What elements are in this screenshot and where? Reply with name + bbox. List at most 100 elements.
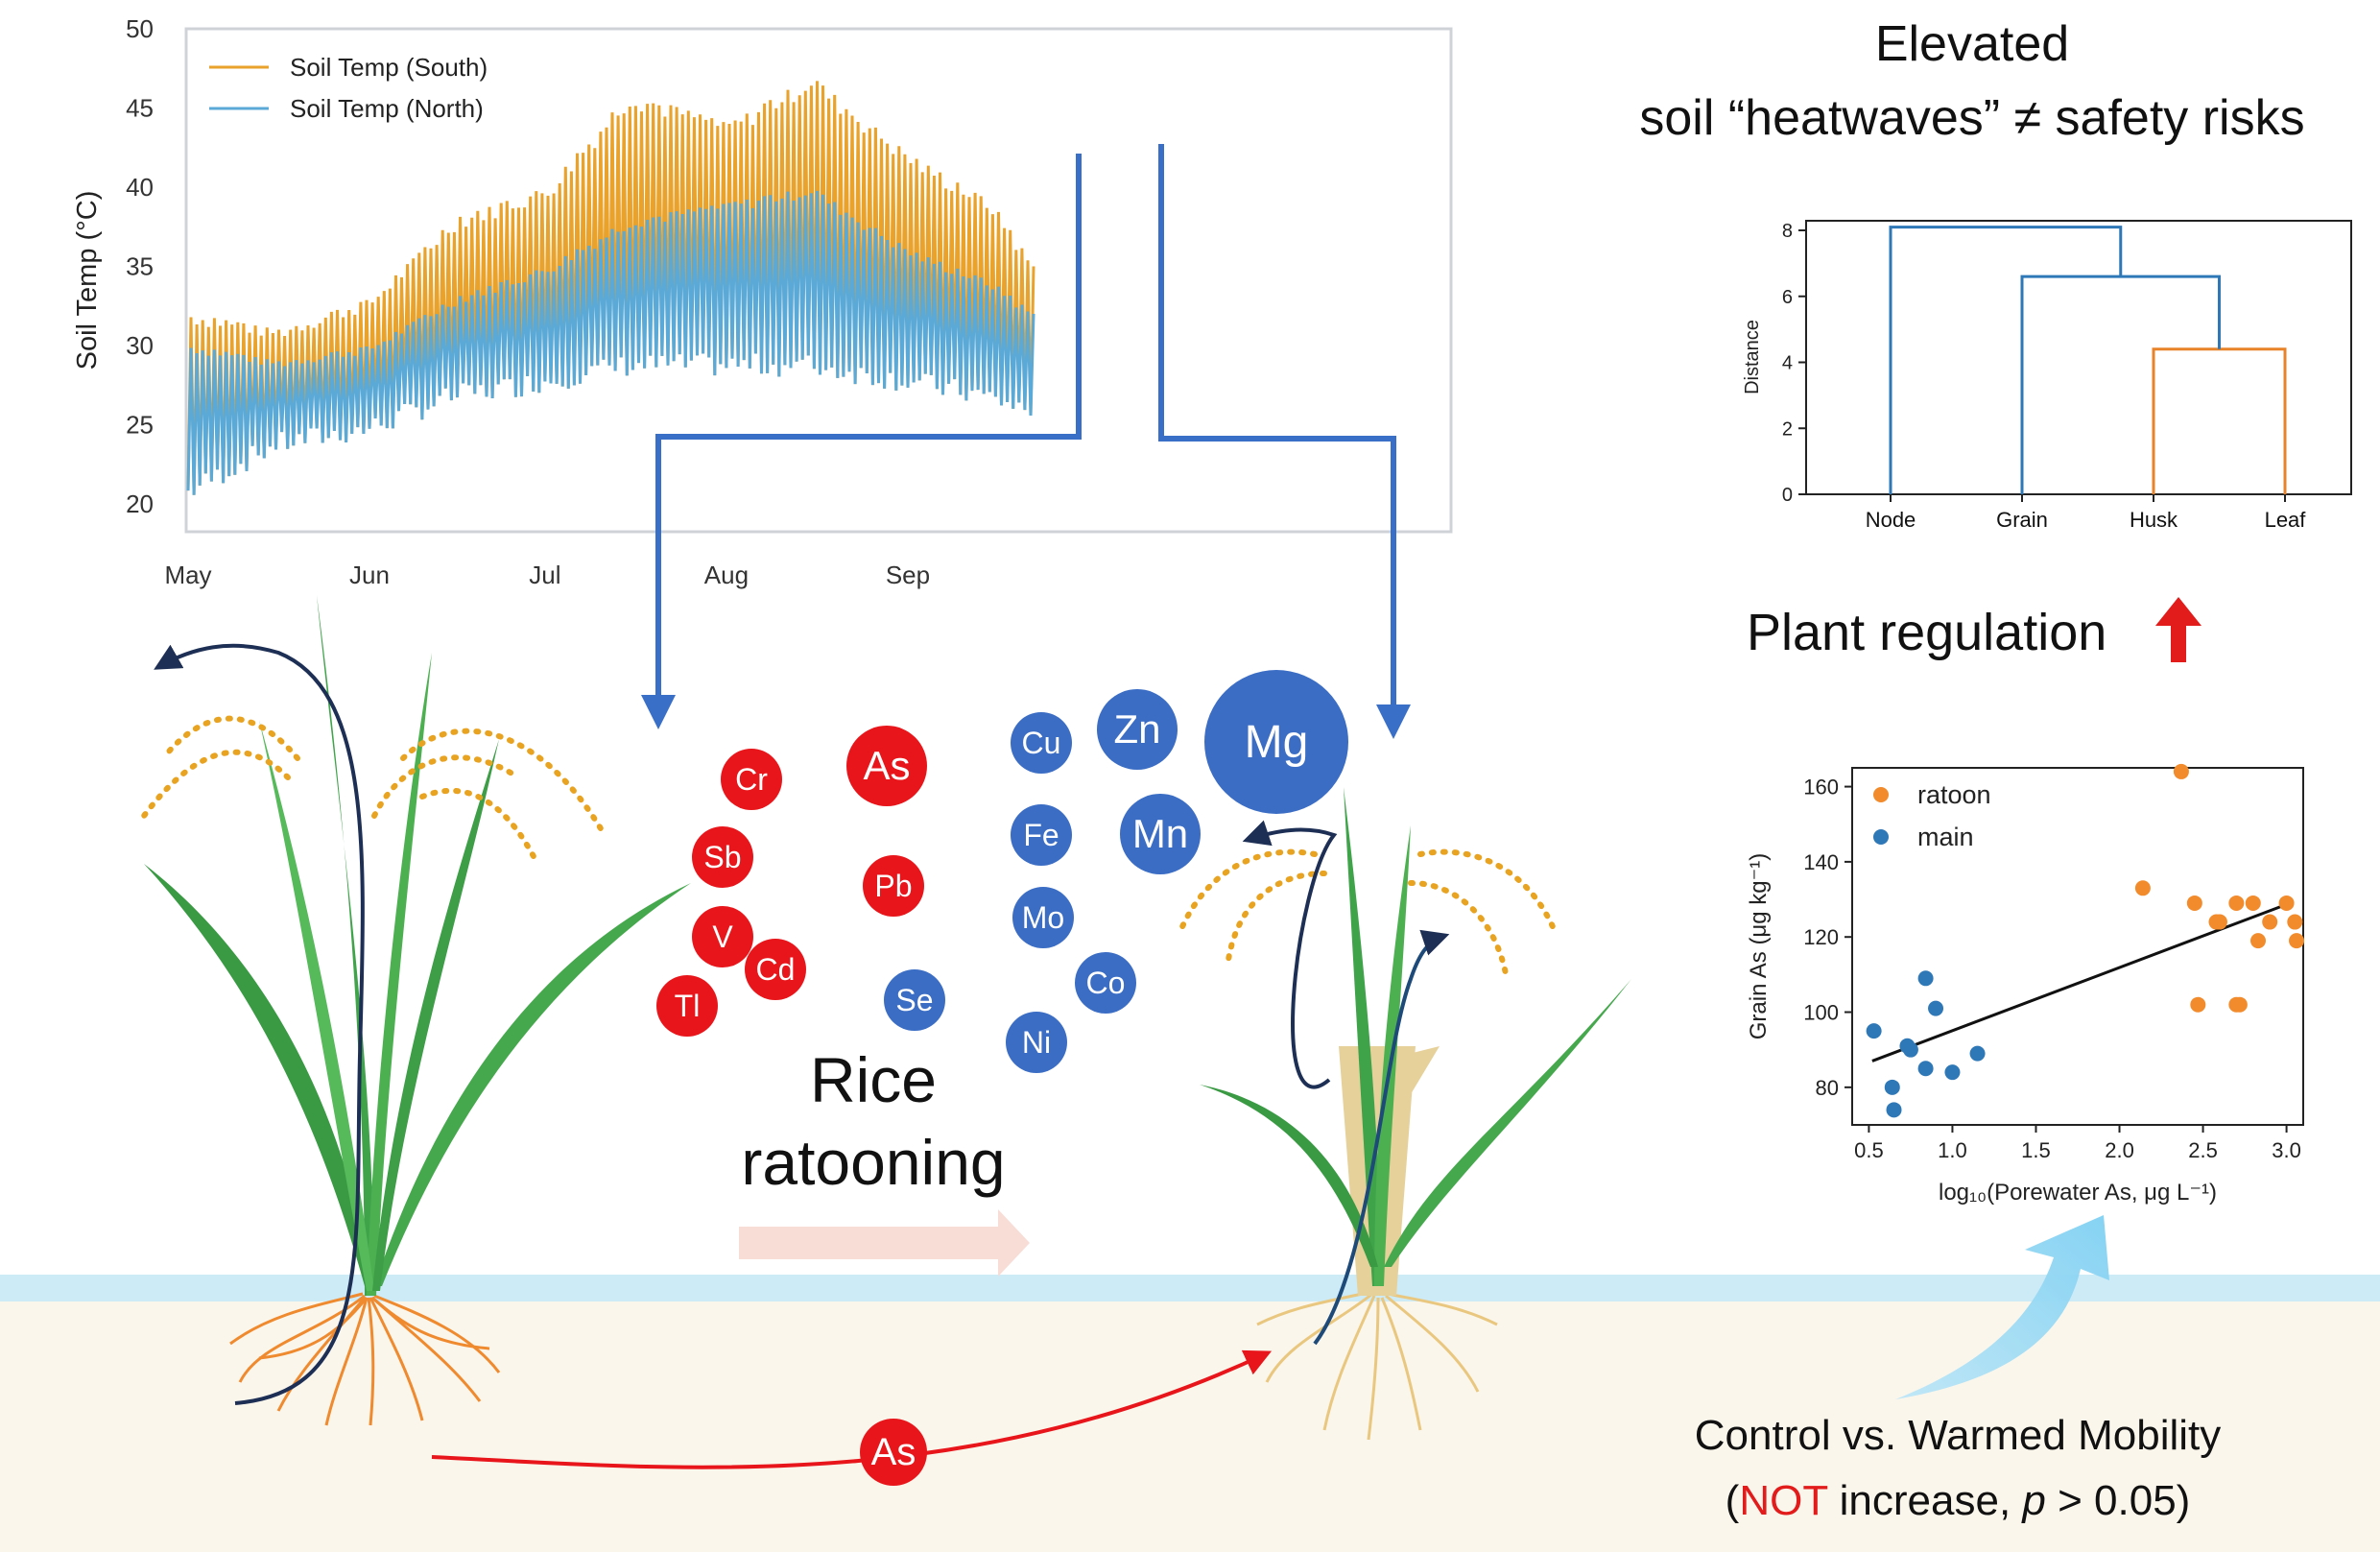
temp-xtick-label: Sep xyxy=(886,561,930,589)
note-not: NOT xyxy=(1739,1477,1828,1524)
temp-ytick-label: 35 xyxy=(126,252,154,281)
temp-y-axis-label: Soil Temp (°C) xyxy=(72,191,103,370)
soil-band xyxy=(0,1301,2380,1552)
scatter-xtick-label: 1.0 xyxy=(1938,1138,1967,1162)
headline-line1: Elevated xyxy=(1874,16,2070,72)
dendro-leaf-label: Leaf xyxy=(2265,508,2307,532)
temp-ytick-label: 25 xyxy=(126,411,154,440)
temp-ytick-label: 20 xyxy=(126,489,154,518)
main-transport-path xyxy=(154,643,365,1405)
main-point xyxy=(1928,1000,1944,1016)
ratoon-leaves xyxy=(1200,787,1631,1286)
temp-xtick-label: Jun xyxy=(349,561,390,589)
dendro-leaf-label: Grain xyxy=(1996,508,2048,532)
scatter-ytick-label: 100 xyxy=(1803,1001,1839,1025)
ratoon-point xyxy=(2231,996,2248,1013)
ratoon-point xyxy=(2173,763,2189,779)
scatter-xtick-label: 0.5 xyxy=(1854,1138,1884,1162)
scatter-xtick-label: 1.5 xyxy=(2021,1138,2051,1162)
as-transfer-badge: As xyxy=(860,1419,927,1486)
legend-north-label: Soil Temp (North) xyxy=(290,94,484,123)
dendro-merge-node xyxy=(1889,226,2123,494)
ratoon-panicles xyxy=(1178,848,1558,982)
rice-ratooning-label: Rice ratooning xyxy=(672,1039,1075,1204)
ratoon-point xyxy=(2262,914,2278,930)
dendro-ytick-label: 2 xyxy=(1782,418,1793,440)
main-point xyxy=(1917,1061,1934,1077)
temp-ytick-label: 45 xyxy=(126,94,154,123)
ratooning-line1: Rice xyxy=(809,1044,938,1115)
mobility-note-line2: (NOT increase, p > 0.05) xyxy=(1622,1468,2294,1534)
temp-legend: Soil Temp (South) Soil Temp (North) xyxy=(209,53,488,123)
dendro-y-axis-label: Distance xyxy=(1742,320,1763,394)
ratoon-point xyxy=(2186,895,2202,911)
dendro-ytick-label: 8 xyxy=(1782,221,1793,242)
temp-ytick-label: 50 xyxy=(126,14,154,43)
ratoon-rice-plant xyxy=(1178,787,1631,1441)
connector-right xyxy=(1158,144,1411,739)
legend-south-label: Soil Temp (South) xyxy=(290,53,488,82)
note-mid: increase, xyxy=(1827,1477,2023,1524)
dendro-ytick-label: 0 xyxy=(1782,485,1793,506)
scatter-x-axis-label: log₁₀(Porewater As, μg L⁻¹) xyxy=(1939,1180,2217,1206)
scatter-legend-marker xyxy=(1873,829,1889,845)
main-point xyxy=(1944,1064,1961,1081)
dendro-ytick-label: 6 xyxy=(1782,287,1793,308)
ratoon-point xyxy=(2190,996,2206,1013)
main-leaves xyxy=(144,595,691,1296)
main-point xyxy=(1886,1102,1902,1118)
temp-xtick-label: Jul xyxy=(529,561,560,589)
scatter-legend-label: main xyxy=(1917,823,1974,851)
temp-xtick-label: May xyxy=(164,561,211,589)
scatter-ytick-label: 140 xyxy=(1803,850,1839,874)
as-transfer-arrow xyxy=(431,1349,1273,1469)
ratoon-point xyxy=(2134,880,2151,896)
mobility-note: Control vs. Warmed Mobility (NOT increas… xyxy=(1622,1403,2294,1534)
ratoon-point xyxy=(2228,895,2245,911)
ratooning-arrow xyxy=(739,1209,1030,1277)
temp-ytick-label: 40 xyxy=(126,173,154,202)
water-band xyxy=(0,1275,2380,1301)
plant-regulation: Plant regulation xyxy=(1747,597,2226,680)
ratoon-transport-path-2 xyxy=(1313,929,1450,1346)
note-open-paren: ( xyxy=(1725,1477,1740,1524)
dendro-leaf-label: Node xyxy=(1866,508,1916,532)
up-arrow-icon xyxy=(2155,597,2202,662)
main-point xyxy=(1917,970,1934,987)
ratoon-transport-path-1 xyxy=(1242,820,1338,1089)
scatter-ytick-label: 160 xyxy=(1803,776,1839,800)
scatter-legend-marker xyxy=(1873,787,1889,802)
ratooning-line2: ratooning xyxy=(741,1127,1006,1198)
note-end: > 0.05) xyxy=(2045,1477,2191,1524)
scatter-legend-label: ratoon xyxy=(1917,780,1991,809)
ratoon-point xyxy=(2208,914,2225,930)
dendro-leaf-label: Husk xyxy=(2130,508,2178,532)
scatter-xtick-label: 3.0 xyxy=(2272,1138,2301,1162)
ratoon-point xyxy=(2250,933,2266,949)
temp-xtick-label: Aug xyxy=(704,561,749,589)
main-point xyxy=(1902,1041,1918,1058)
scatter-chart: 80 100 120 140 160 0.5 1.0 1.5 2.0 2.5 3.0 log₁₀(Po… xyxy=(1746,763,2305,1206)
uptake-arrow xyxy=(1895,1215,2109,1399)
scatter-y-axis-label: Grain As (μg kg⁻¹) xyxy=(1746,853,1772,1040)
scatter-ytick-label: 80 xyxy=(1816,1076,1839,1100)
mobility-note-line1: Control vs. Warmed Mobility xyxy=(1694,1412,2222,1459)
main-point xyxy=(1884,1079,1900,1095)
dendro-ytick-label: 4 xyxy=(1782,353,1793,374)
main-roots xyxy=(229,1292,501,1426)
ratoon-point xyxy=(2245,895,2261,911)
plant-regulation-label: Plant regulation xyxy=(1747,604,2107,661)
dendro-frame xyxy=(1805,220,2352,495)
series-north-line xyxy=(186,190,1035,495)
note-p: p xyxy=(2022,1477,2046,1524)
main-panicles xyxy=(141,715,607,867)
ratoon-point xyxy=(2287,914,2303,930)
main-point xyxy=(1866,1023,1882,1039)
scatter-xtick-label: 2.5 xyxy=(2188,1138,2218,1162)
headline-line2: soil “heatwaves” ≠ safety risks xyxy=(1639,90,2305,146)
scatter-xtick-label: 2.0 xyxy=(2105,1138,2134,1162)
as-transfer-label: As xyxy=(870,1430,916,1473)
scatter-ytick-label: 120 xyxy=(1803,925,1839,949)
